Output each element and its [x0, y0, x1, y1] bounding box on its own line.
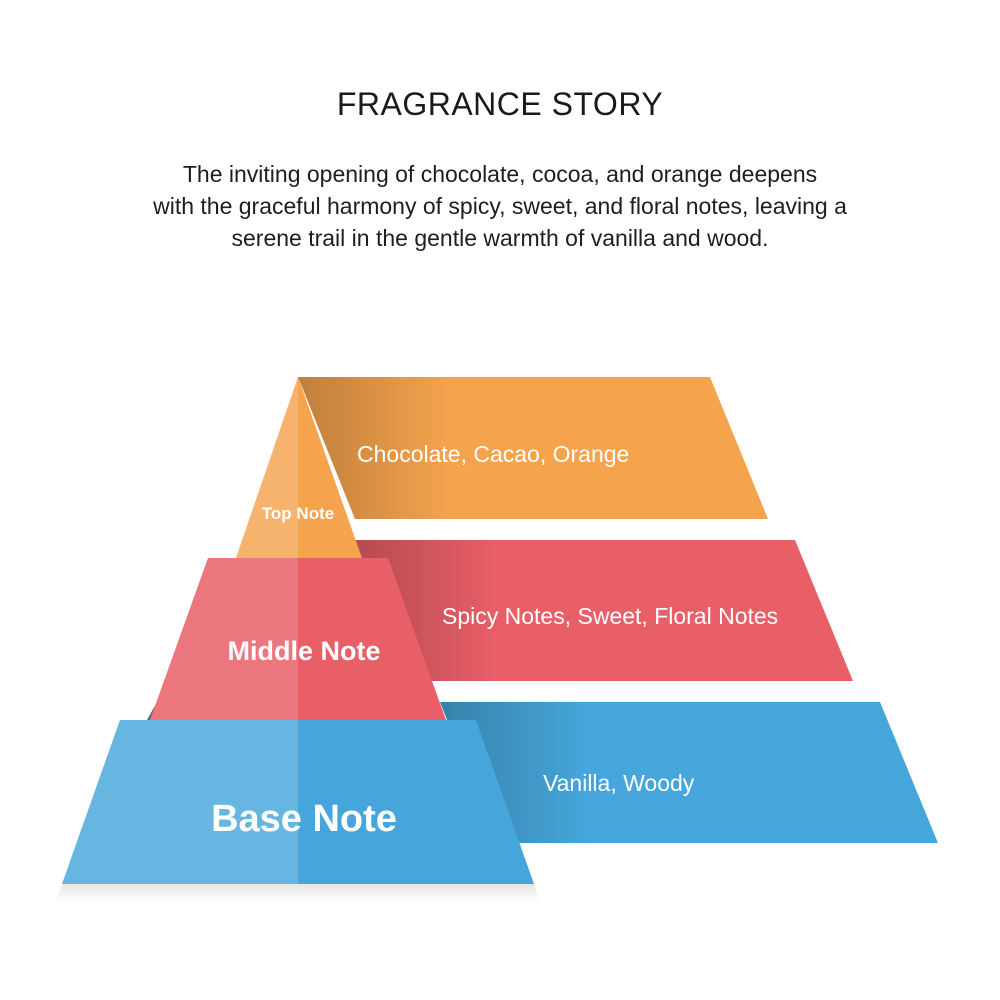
middle-note-tier: [150, 558, 446, 720]
description-line-1: The inviting opening of chocolate, cocoa…: [182, 161, 818, 187]
description-line-2: with the graceful harmony of spicy, swee…: [153, 193, 847, 219]
description: The inviting opening of chocolate, cocoa…: [100, 158, 900, 254]
top-note-band-text: Chocolate, Cacao, Orange: [357, 441, 629, 467]
middle-note-label: Middle Note: [228, 636, 381, 666]
base-note-tier-highlight: [62, 720, 298, 884]
description-line-3: serene trail in the gentle warmth of van…: [231, 225, 769, 251]
base-note-tier: [62, 720, 534, 884]
top-note-tier-highlight: [236, 377, 298, 558]
top-note-label: Top Note: [262, 504, 334, 523]
base-note-band-text: Vanilla, Woody: [543, 770, 695, 796]
top-note-band-shade: [298, 377, 450, 519]
pyramid-floor-shadow: [56, 884, 540, 902]
middle-note-band-text: Spicy Notes, Sweet, Floral Notes: [442, 603, 778, 629]
middle-note-tier-highlight: [150, 558, 298, 720]
top-note-tier: [236, 377, 362, 558]
page-title: FRAGRANCE STORY: [336, 86, 664, 122]
base-note-label: Base Note: [211, 798, 397, 840]
